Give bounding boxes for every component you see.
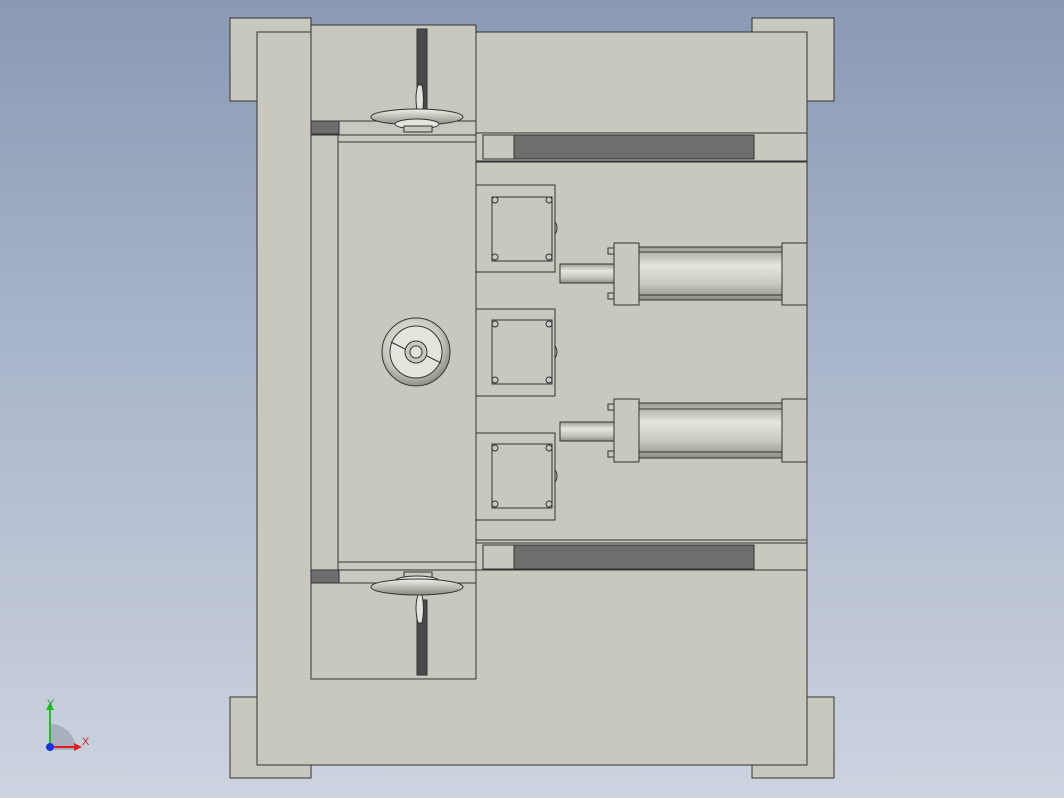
hydraulic-cylinder-upper: [559, 242, 808, 306]
handwheel-bottom: [370, 571, 464, 676]
piston-rod-upper: [559, 263, 615, 284]
guide-slot-bottom: [513, 544, 755, 570]
hydraulic-cylinder-lower: [559, 398, 808, 463]
piston-rod-lower: [559, 421, 615, 442]
left-rail: [310, 134, 339, 571]
handwheel-top: [370, 28, 464, 133]
dark-tab-top: [310, 120, 340, 135]
triad-shadow: [50, 724, 76, 750]
guide-slot-top: [513, 134, 755, 160]
axis-label-y: Y: [47, 698, 55, 710]
reference-triad: Y X: [38, 698, 98, 760]
axis-label-x: X: [82, 736, 90, 748]
dark-tab-bottom: [310, 569, 340, 584]
center-knob: [381, 317, 451, 387]
